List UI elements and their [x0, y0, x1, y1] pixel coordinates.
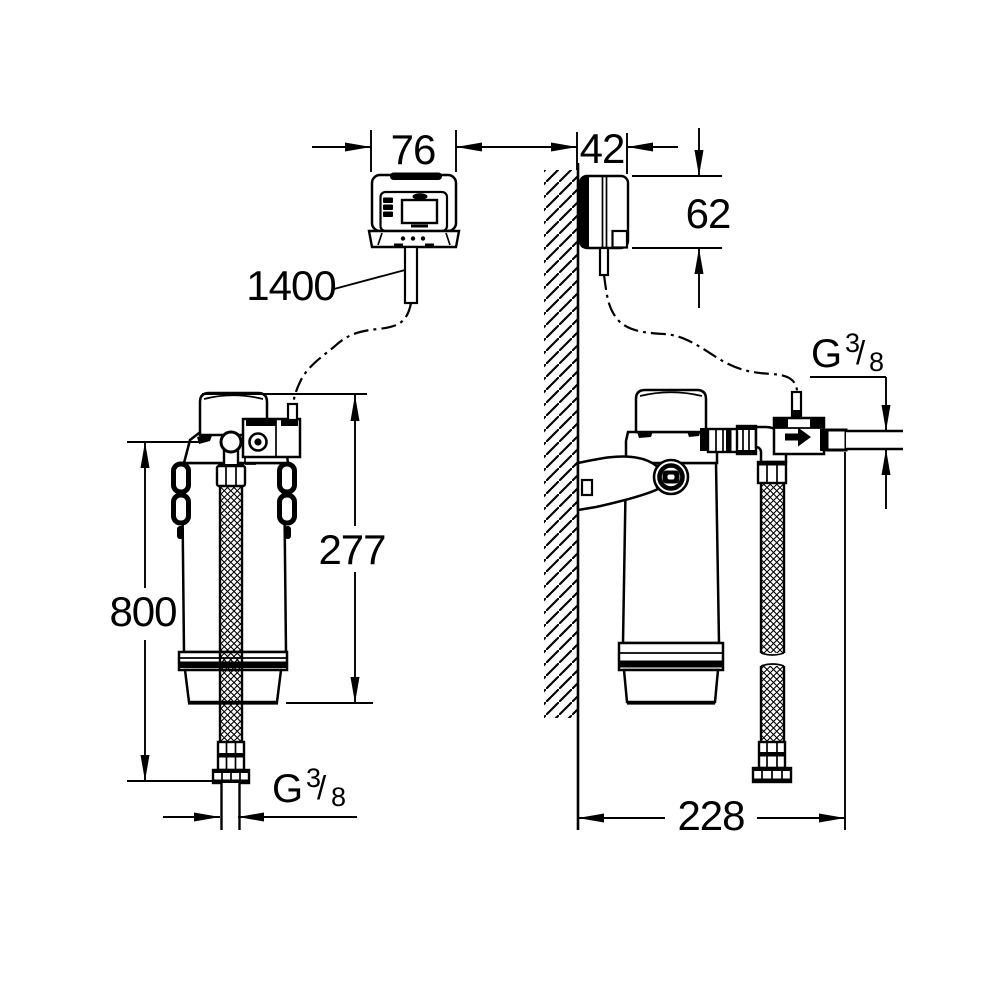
controller-button	[383, 211, 393, 217]
filter-hose-side	[751, 483, 793, 784]
thread-label-left: G 3 / 8	[163, 763, 357, 822]
dim-label-62: 62	[686, 190, 731, 237]
thread-label-right: G 3 / 8	[810, 328, 891, 509]
controller-side-view	[578, 174, 799, 393]
thread-denominator: 8	[869, 347, 884, 377]
sensor-icon	[412, 193, 428, 200]
coupling-hex-nut	[735, 424, 758, 456]
controller-cable-stub	[403, 245, 419, 305]
controller-button	[383, 197, 393, 203]
thread-letter: G	[811, 332, 842, 376]
dim-label-228: 228	[677, 792, 744, 839]
filter-bottom-section-side	[622, 668, 720, 704]
braided-hose	[220, 486, 242, 742]
thread-left-label: G 3 / 8	[272, 763, 346, 812]
dim-label-76: 76	[391, 126, 436, 173]
hose-break	[760, 652, 785, 656]
mounting-clip-left	[171, 461, 191, 539]
bracket-slot	[580, 478, 594, 497]
dim-label-1400: 1400	[246, 262, 335, 309]
controller-mounting-plate	[580, 176, 589, 248]
check-valve	[772, 390, 903, 456]
bracket-knob	[652, 458, 690, 496]
dim-label-800: 800	[109, 588, 176, 635]
controller-side-notch	[611, 229, 629, 249]
dimension-controller-height: 62	[632, 128, 731, 308]
braided-hose-lower	[761, 666, 784, 742]
controller-button	[383, 204, 393, 210]
controller-display	[400, 198, 439, 225]
dim-label-42: 42	[580, 125, 625, 172]
valve-outlet-block	[825, 428, 848, 452]
dim-label-277: 277	[318, 526, 385, 573]
thread-numerator: 3	[845, 328, 860, 358]
hose-hex-nut-top	[215, 464, 247, 488]
filter-hose-front	[211, 430, 251, 830]
thread-numerator: 3	[306, 763, 321, 793]
controller-top-strip	[390, 172, 442, 180]
dimension-hose-length: 800	[109, 441, 214, 782]
dimension-controller-depth: 42	[551, 125, 678, 174]
dimension-wall-clearance: 228	[578, 452, 846, 839]
thread-denominator: 8	[331, 782, 346, 812]
dimension-controller-width: 76	[312, 126, 577, 173]
thread-right-label: G 3 / 8	[811, 328, 884, 377]
filter-front-view	[171, 391, 302, 830]
dimension-cable-length: 1400	[246, 262, 406, 309]
thread-slash: /	[317, 769, 327, 806]
wall-hatch	[544, 170, 578, 718]
filter-connection-block	[241, 402, 302, 465]
cable-connector-pin	[286, 402, 299, 422]
connection-pipe	[222, 783, 239, 830]
mounting-clip-right	[277, 461, 297, 539]
wall-section	[544, 163, 580, 830]
filter-side-view	[576, 388, 903, 784]
thread-letter: G	[272, 767, 303, 811]
data-cable-right	[602, 274, 799, 393]
controller-side-cable-stub	[598, 246, 610, 277]
filter-cap-side	[634, 388, 708, 434]
data-cable-left	[291, 302, 413, 406]
braided-hose-upper	[761, 483, 784, 653]
thread-slash: /	[856, 334, 866, 371]
hose-port-ring	[219, 430, 243, 454]
display-underline	[411, 224, 428, 228]
dimension-filter-height: 277	[202, 393, 387, 704]
flow-arrow-icon	[785, 427, 811, 447]
supply-pipe	[846, 432, 903, 448]
controller-front-view	[291, 172, 461, 406]
